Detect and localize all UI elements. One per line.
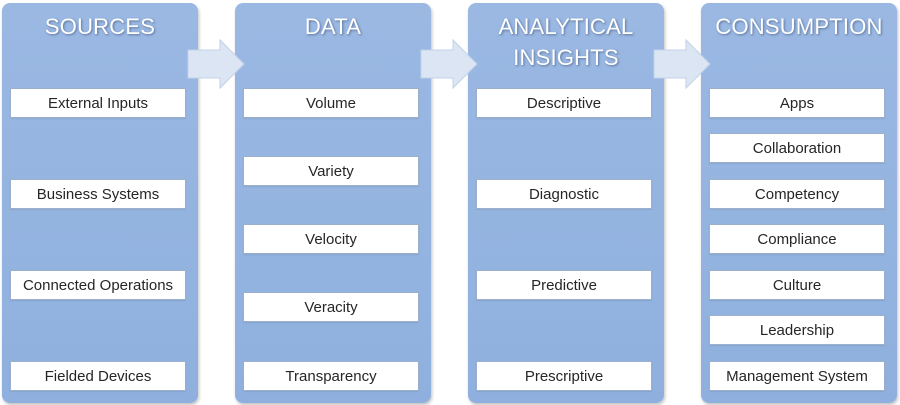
insight-item-predictive: Predictive <box>476 270 652 300</box>
column-title-line: DATA <box>304 14 362 39</box>
data-item-veracity: Veracity <box>243 292 419 322</box>
consumption-item-collaboration: Collaboration <box>709 133 885 163</box>
source-item-fielded-devices: Fielded Devices <box>10 361 186 391</box>
column-title-consumption: CONSUMPTION <box>701 11 897 42</box>
consumption-item-leadership: Leadership <box>709 315 885 345</box>
consumption-item-culture: Culture <box>709 270 885 300</box>
column-consumption: CONSUMPTION Apps Collaboration Competenc… <box>701 3 897 403</box>
consumption-item-apps: Apps <box>709 88 885 118</box>
right-arrow-icon <box>652 38 712 90</box>
column-analytical-insights: ANALYTICAL INSIGHTS Descriptive Diagnost… <box>468 3 664 403</box>
column-title-line: ANALYTICAL <box>498 14 634 39</box>
data-item-transparency: Transparency <box>243 361 419 391</box>
right-arrow-icon <box>186 38 246 90</box>
column-title-analytical-insights: ANALYTICAL INSIGHTS <box>468 11 664 73</box>
data-item-volume: Volume <box>243 88 419 118</box>
insight-item-diagnostic: Diagnostic <box>476 179 652 209</box>
right-arrow-icon <box>419 38 479 90</box>
source-item-business-systems: Business Systems <box>10 179 186 209</box>
source-item-connected-operations: Connected Operations <box>10 270 186 300</box>
column-sources: SOURCES External Inputs Business Systems… <box>2 3 198 403</box>
column-title-line: CONSUMPTION <box>715 14 883 39</box>
source-item-external-inputs: External Inputs <box>10 88 186 118</box>
insight-item-descriptive: Descriptive <box>476 88 652 118</box>
column-title-line: SOURCES <box>44 14 156 39</box>
consumption-item-competency: Competency <box>709 179 885 209</box>
column-data: DATA Volume Variety Velocity Veracity Tr… <box>235 3 431 403</box>
insight-item-prescriptive: Prescriptive <box>476 361 652 391</box>
consumption-item-management-system: Management System <box>709 361 885 391</box>
column-title-line: INSIGHTS <box>513 45 619 70</box>
column-title-sources: SOURCES <box>2 11 198 42</box>
consumption-item-compliance: Compliance <box>709 224 885 254</box>
data-item-velocity: Velocity <box>243 224 419 254</box>
column-title-data: DATA <box>235 11 431 42</box>
data-item-variety: Variety <box>243 156 419 186</box>
